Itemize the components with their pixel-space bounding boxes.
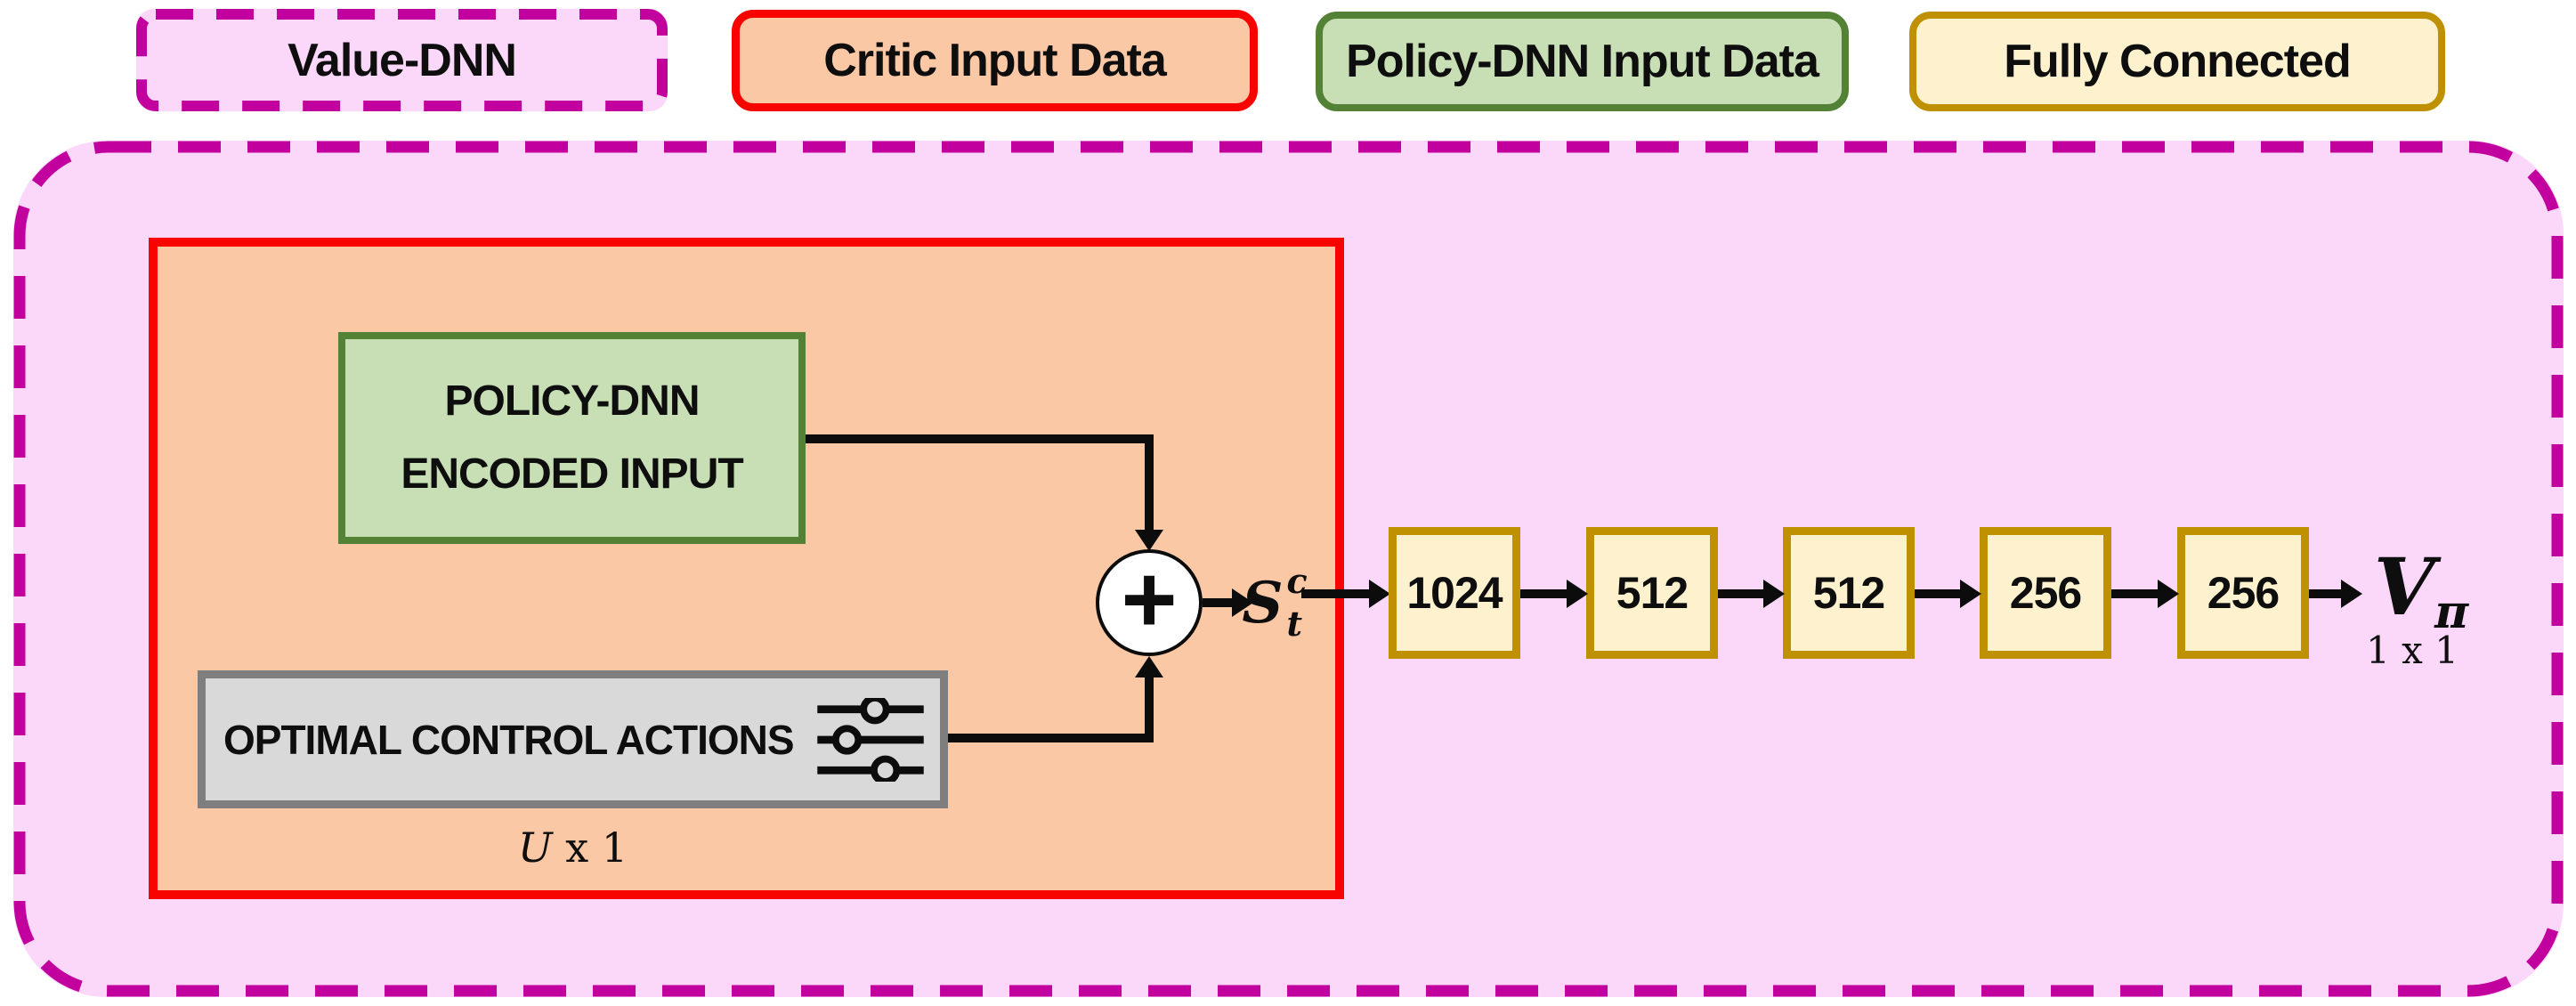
arrow-state-to-fc1-line [1301, 589, 1384, 598]
fc-layer-units: 256 [2009, 568, 2082, 618]
legend-label: Policy-DNN Input Data [1346, 36, 1819, 87]
state-scripts: c t [1287, 564, 1308, 641]
fc-layer-box-5: 256 [2177, 527, 2309, 659]
plus-icon: + [1121, 545, 1178, 653]
legend-label: Fully Connected [2004, 36, 2351, 87]
fc-layer-units: 512 [1812, 568, 1885, 618]
state-base: S [1242, 569, 1284, 637]
policy-dnn-encoded-input-box: POLICY-DNN ENCODED INPUT [338, 332, 806, 544]
arrow-fc4-fc5-line [2111, 589, 2158, 598]
control-dim-variable: U [517, 823, 553, 872]
legend-item-critic-input-data: Critic Input Data [732, 10, 1258, 111]
state-subscript: t [1286, 604, 1303, 644]
sum-node: + [1096, 549, 1203, 656]
arrow-fc3-fc4-line [1915, 589, 1960, 598]
connector-policy-to-sum-v [1145, 440, 1154, 530]
policy-box-label-line2: ENCODED INPUT [401, 450, 743, 498]
arrowhead-fc5-to-output [2341, 580, 2362, 608]
legend-item-fully-connected: Fully Connected [1909, 12, 2445, 111]
arrowhead-fc2-fc3 [1763, 580, 1785, 608]
arrowhead-fc3-fc4 [1960, 580, 1981, 608]
arrow-fc1-fc2-line [1520, 589, 1567, 598]
optimal-control-actions-box: OPTIMAL CONTROL ACTIONS [198, 670, 948, 808]
critic-state-label: S c t [1226, 558, 1324, 647]
legend-item-value-dnn: Value-DNN [136, 9, 668, 111]
fc-layer-units: 512 [1616, 568, 1689, 618]
arrowhead-into-sum-bottom [1135, 656, 1163, 677]
arrow-fc2-fc3-line [1718, 589, 1763, 598]
fc-layer-box-2: 512 [1586, 527, 1718, 659]
control-box-label: OPTIMAL CONTROL ACTIONS [223, 716, 795, 763]
arrowhead-into-sum-top [1135, 530, 1163, 551]
sliders-icon [817, 697, 924, 782]
connector-control-to-sum-h [948, 734, 1154, 742]
connector-control-to-sum-v [1145, 676, 1154, 742]
fc-layer-box-3: 512 [1783, 527, 1915, 659]
fc-layer-units: 1024 [1406, 568, 1503, 618]
output-dim-label: 1 x 1 [2366, 629, 2459, 672]
arrowhead-fc1-fc2 [1567, 580, 1588, 608]
critic-input-region: POLICY-DNN ENCODED INPUT OPTIMAL CONTROL… [149, 238, 1344, 899]
arrow-sum-to-state-line [1203, 598, 1232, 607]
arrow-fc5-to-output-line [2309, 589, 2341, 598]
arrowhead-sum-to-state [1232, 588, 1253, 617]
output-base: V [2373, 540, 2435, 633]
fc-layer-box-4: 256 [1980, 527, 2111, 659]
fc-layer-box-1: 1024 [1389, 527, 1520, 659]
value-dnn-container: POLICY-DNN ENCODED INPUT OPTIMAL CONTROL… [13, 141, 2564, 997]
legend-label: Critic Input Data [823, 35, 1167, 86]
control-dim-rest: x 1 [552, 823, 628, 872]
output-subscript: π [2434, 585, 2469, 639]
legend-label: Value-DNN [288, 34, 517, 86]
policy-box-label-line1: POLICY-DNN [444, 377, 700, 425]
arrowhead-fc4-fc5 [2158, 580, 2179, 608]
control-dim-label: U x 1 [198, 823, 948, 872]
arrowhead-state-to-fc1 [1369, 580, 1390, 608]
legend-item-policy-dnn-input-data: Policy-DNN Input Data [1316, 12, 1849, 111]
fc-layer-units: 256 [2207, 568, 2280, 618]
connector-policy-to-sum-h [806, 434, 1154, 443]
output-value-label: V π [2363, 540, 2479, 639]
